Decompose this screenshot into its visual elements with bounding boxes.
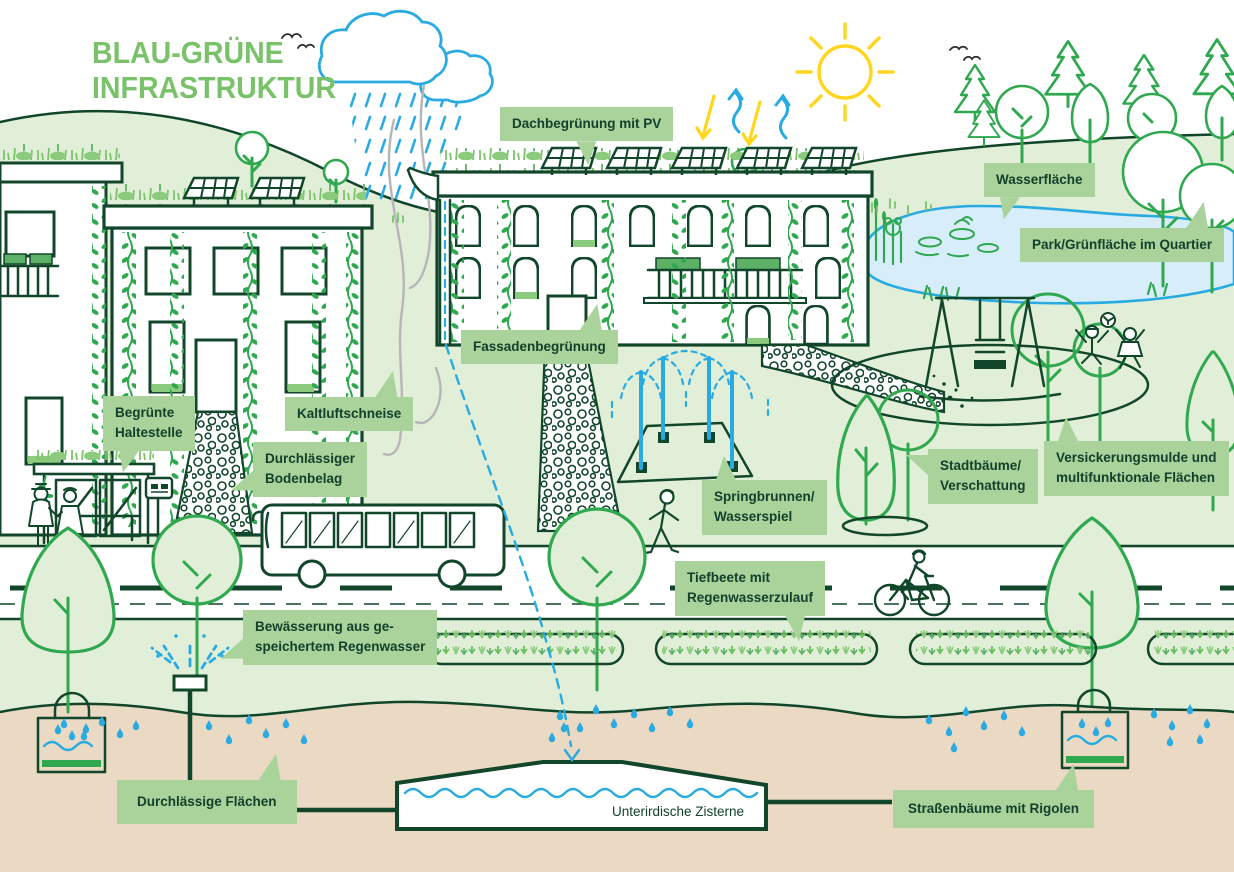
grass-tufts	[392, 198, 932, 223]
arched-windows-row-2	[455, 257, 841, 299]
label-park-gruenflaeche: Park/Grünfläche im Quartier	[1020, 228, 1225, 263]
sun-icon	[795, 22, 895, 122]
rainwater-flow-line	[444, 343, 581, 763]
pedestrian	[643, 488, 680, 555]
label-tiefbeete: Tiefbeete mit Regenwasserzulauf	[675, 561, 826, 616]
birds-icon	[281, 33, 981, 61]
street-trees	[20, 507, 1140, 714]
people-at-bus-stop	[28, 483, 84, 546]
rain-clouds-icon	[317, 9, 494, 104]
label-stadtbaeume-verschattung: Stadtbäume/ Verschattung	[928, 449, 1038, 504]
arched-windows-row-1	[455, 205, 829, 247]
bus-stop-sign-icon	[144, 476, 174, 547]
heat-exchange-arrows	[695, 87, 791, 147]
arched-windows-row-3	[745, 305, 829, 345]
bus-stop-shelter	[32, 450, 174, 547]
fountain	[610, 349, 770, 484]
label-begruente-haltestelle: Begrünte Haltestelle	[103, 396, 195, 451]
label-durchlaessige-flaechen: Durchlässige Flächen	[117, 780, 297, 825]
right-building	[406, 146, 874, 347]
label-versickerungsmulde: Versickerungsmulde und multifunktionale …	[1044, 441, 1229, 496]
page-title: BLAU-GRÜNE INFRASTRUKTUR	[92, 35, 336, 105]
label-durchlaessiger-bodenbelag: Durchlässiger Bodenbelag	[253, 442, 368, 497]
rain-garden-beds	[425, 630, 1234, 666]
rain-gutter	[406, 166, 452, 347]
cold-air-flow	[382, 84, 442, 456]
frog-and-lilies-icon	[884, 216, 999, 258]
label-springbrunnen-wasserspiel: Springbrunnen/ Wasserspiel	[702, 480, 827, 535]
infiltration-basin	[830, 343, 1150, 427]
playing-children	[1075, 312, 1145, 369]
balcony	[0, 253, 60, 298]
label-kaltluftschneise: Kaltluftschneise	[285, 397, 414, 432]
label-wasserflaeche: Wasserfläche	[984, 163, 1095, 198]
cyclist	[873, 549, 951, 617]
tree-pit-rigole-right	[1060, 688, 1130, 770]
city-trees	[836, 388, 940, 537]
bus	[251, 503, 506, 589]
tree-pit-rigole-left	[36, 658, 107, 774]
reeds-icon	[866, 198, 1169, 302]
cistern-caption: Unterirdische Zisterne	[612, 804, 745, 819]
label-dachbegruenung-mit-pv: Dachbegrünung mit PV	[500, 107, 674, 142]
label-fassadenbegruenung: Fassadenbegrünung	[461, 330, 618, 365]
label-strassenbaeume-mit-rigolen: Straßenbäume mit Rigolen	[893, 790, 1095, 829]
label-bewaesserung: Bewässerung aus ge- speichertem Regenwas…	[243, 610, 438, 665]
swing-icon	[924, 296, 1046, 388]
forest	[953, 37, 1234, 168]
facade-vines	[450, 200, 854, 342]
underground-cistern	[395, 760, 768, 831]
